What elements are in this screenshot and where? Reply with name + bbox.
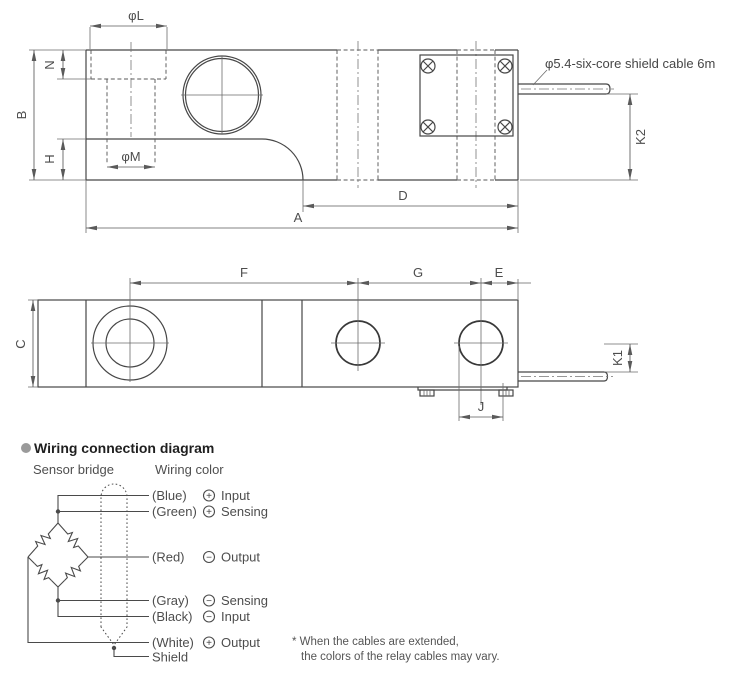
cable-sheath-outline xyxy=(100,483,128,646)
loading-boss-hole xyxy=(91,278,169,382)
dim-H: H xyxy=(42,154,57,163)
plate-edge-screws xyxy=(417,387,514,397)
wire-signal-label: Output xyxy=(221,550,260,565)
dim-phiM: φM xyxy=(121,149,140,164)
dim-phiL: φL xyxy=(128,8,144,23)
wire-signal-label: Input xyxy=(221,488,250,503)
wire-black xyxy=(57,587,149,618)
dim-N: N xyxy=(42,60,57,69)
polarity-icon xyxy=(202,610,216,623)
dim-J: J xyxy=(478,399,485,414)
svg-text:−: − xyxy=(206,596,212,607)
wire-row: (Green) + Sensing xyxy=(152,504,268,519)
bridge-wires xyxy=(27,494,149,658)
wire-signal-label: Sensing xyxy=(221,593,268,608)
dim-K1: K1 xyxy=(610,350,625,366)
mounting-hole-side xyxy=(181,55,263,135)
dim-F: F xyxy=(240,265,248,280)
wire-color-label: (Blue) xyxy=(152,488,187,503)
cable-leader-line xyxy=(532,69,548,86)
svg-text:−: − xyxy=(206,553,212,564)
side-view: φ5.4-six-core shield cable 6m φL N B H φ… xyxy=(14,8,715,233)
wire-row: (Gray) − Sensing xyxy=(152,593,268,608)
polarity-icon xyxy=(202,550,216,564)
resistor-icon xyxy=(34,563,52,581)
hidden-slots xyxy=(336,41,496,188)
cover-plate xyxy=(419,54,514,137)
wire-signal-label: Sensing xyxy=(221,504,268,519)
hidden-counterbore xyxy=(90,42,167,163)
dim-C: C xyxy=(13,339,28,348)
footnote-line1: * When the cables are extended, xyxy=(292,636,459,648)
dim-G: G xyxy=(413,265,423,280)
screw-icon xyxy=(497,119,513,135)
section-bullet-icon xyxy=(21,443,31,453)
plan-dimensions: C F G E K1 J xyxy=(13,265,638,421)
wire-color-label: (Gray) xyxy=(152,593,189,608)
footnote-line2: the colors of the relay cables may vary. xyxy=(301,651,500,663)
polarity-icon xyxy=(202,594,216,607)
resistor-icon xyxy=(64,563,82,581)
screw-icon xyxy=(497,58,513,74)
shield-label: Shield xyxy=(152,650,188,665)
wiring-diagram: Wiring connection diagram Sensor bridge … xyxy=(21,440,500,665)
sensor-bridge-symbol xyxy=(27,522,89,588)
polarity-icon xyxy=(202,505,216,518)
side-dimensions: φL N B H φM D A K2 xyxy=(14,8,648,233)
junction-dot xyxy=(111,645,117,651)
wire-color-label: (Red) xyxy=(152,550,185,565)
wire-shield xyxy=(113,648,149,658)
dim-B: B xyxy=(14,111,29,120)
wire-color-label: (Green) xyxy=(152,504,197,519)
junction-dot xyxy=(55,509,61,514)
plan-body-outline xyxy=(37,299,519,388)
mounting-hole-right xyxy=(454,278,508,405)
cable-plan xyxy=(518,371,613,382)
screw-icon xyxy=(420,119,436,135)
mounting-hole-middle xyxy=(331,278,385,371)
wire-signal-label: Output xyxy=(221,635,260,650)
sensor-bridge-label: Sensor bridge xyxy=(33,462,114,477)
wiring-title: Wiring connection diagram xyxy=(34,440,214,456)
screw-head-icon xyxy=(498,389,514,397)
resistor-icon xyxy=(64,530,82,550)
wire-row: (White) + Output xyxy=(152,635,260,650)
wiring-color-label: Wiring color xyxy=(155,462,224,477)
polarity-icon xyxy=(202,636,216,649)
wire-labels: (Blue) + Input (Green) + Sensing (Red) −… xyxy=(152,488,268,665)
resistor-icon xyxy=(34,530,52,550)
svg-text:+: + xyxy=(206,638,212,649)
wire-white xyxy=(27,557,149,644)
wire-row: (Black) − Input xyxy=(152,609,250,624)
fillet-arc xyxy=(261,138,304,181)
screw-icon xyxy=(420,58,436,74)
dim-A: A xyxy=(294,210,303,225)
dim-K2: K2 xyxy=(633,129,648,145)
wire-signal-label: Input xyxy=(221,609,250,624)
screw-head-icon xyxy=(419,389,435,397)
cable-label: φ5.4-six-core shield cable 6m xyxy=(545,56,715,71)
dim-D: D xyxy=(398,188,407,203)
wire-color-label: (Black) xyxy=(152,609,192,624)
dim-E: E xyxy=(495,265,504,280)
wire-color-label: (White) xyxy=(152,635,194,650)
cable-side xyxy=(518,69,614,95)
junction-dot xyxy=(55,598,61,603)
plan-view: C F G E K1 J xyxy=(13,265,638,421)
wire-blue xyxy=(57,494,149,523)
polarity-icon xyxy=(202,489,216,502)
plan-section-lines xyxy=(85,300,303,387)
wire-row: (Blue) + Input xyxy=(152,488,250,503)
svg-text:+: + xyxy=(206,491,212,502)
wire-row: (Red) − Output xyxy=(152,550,260,565)
svg-text:+: + xyxy=(206,507,212,518)
svg-text:−: − xyxy=(206,612,212,623)
body-outline xyxy=(85,49,519,181)
